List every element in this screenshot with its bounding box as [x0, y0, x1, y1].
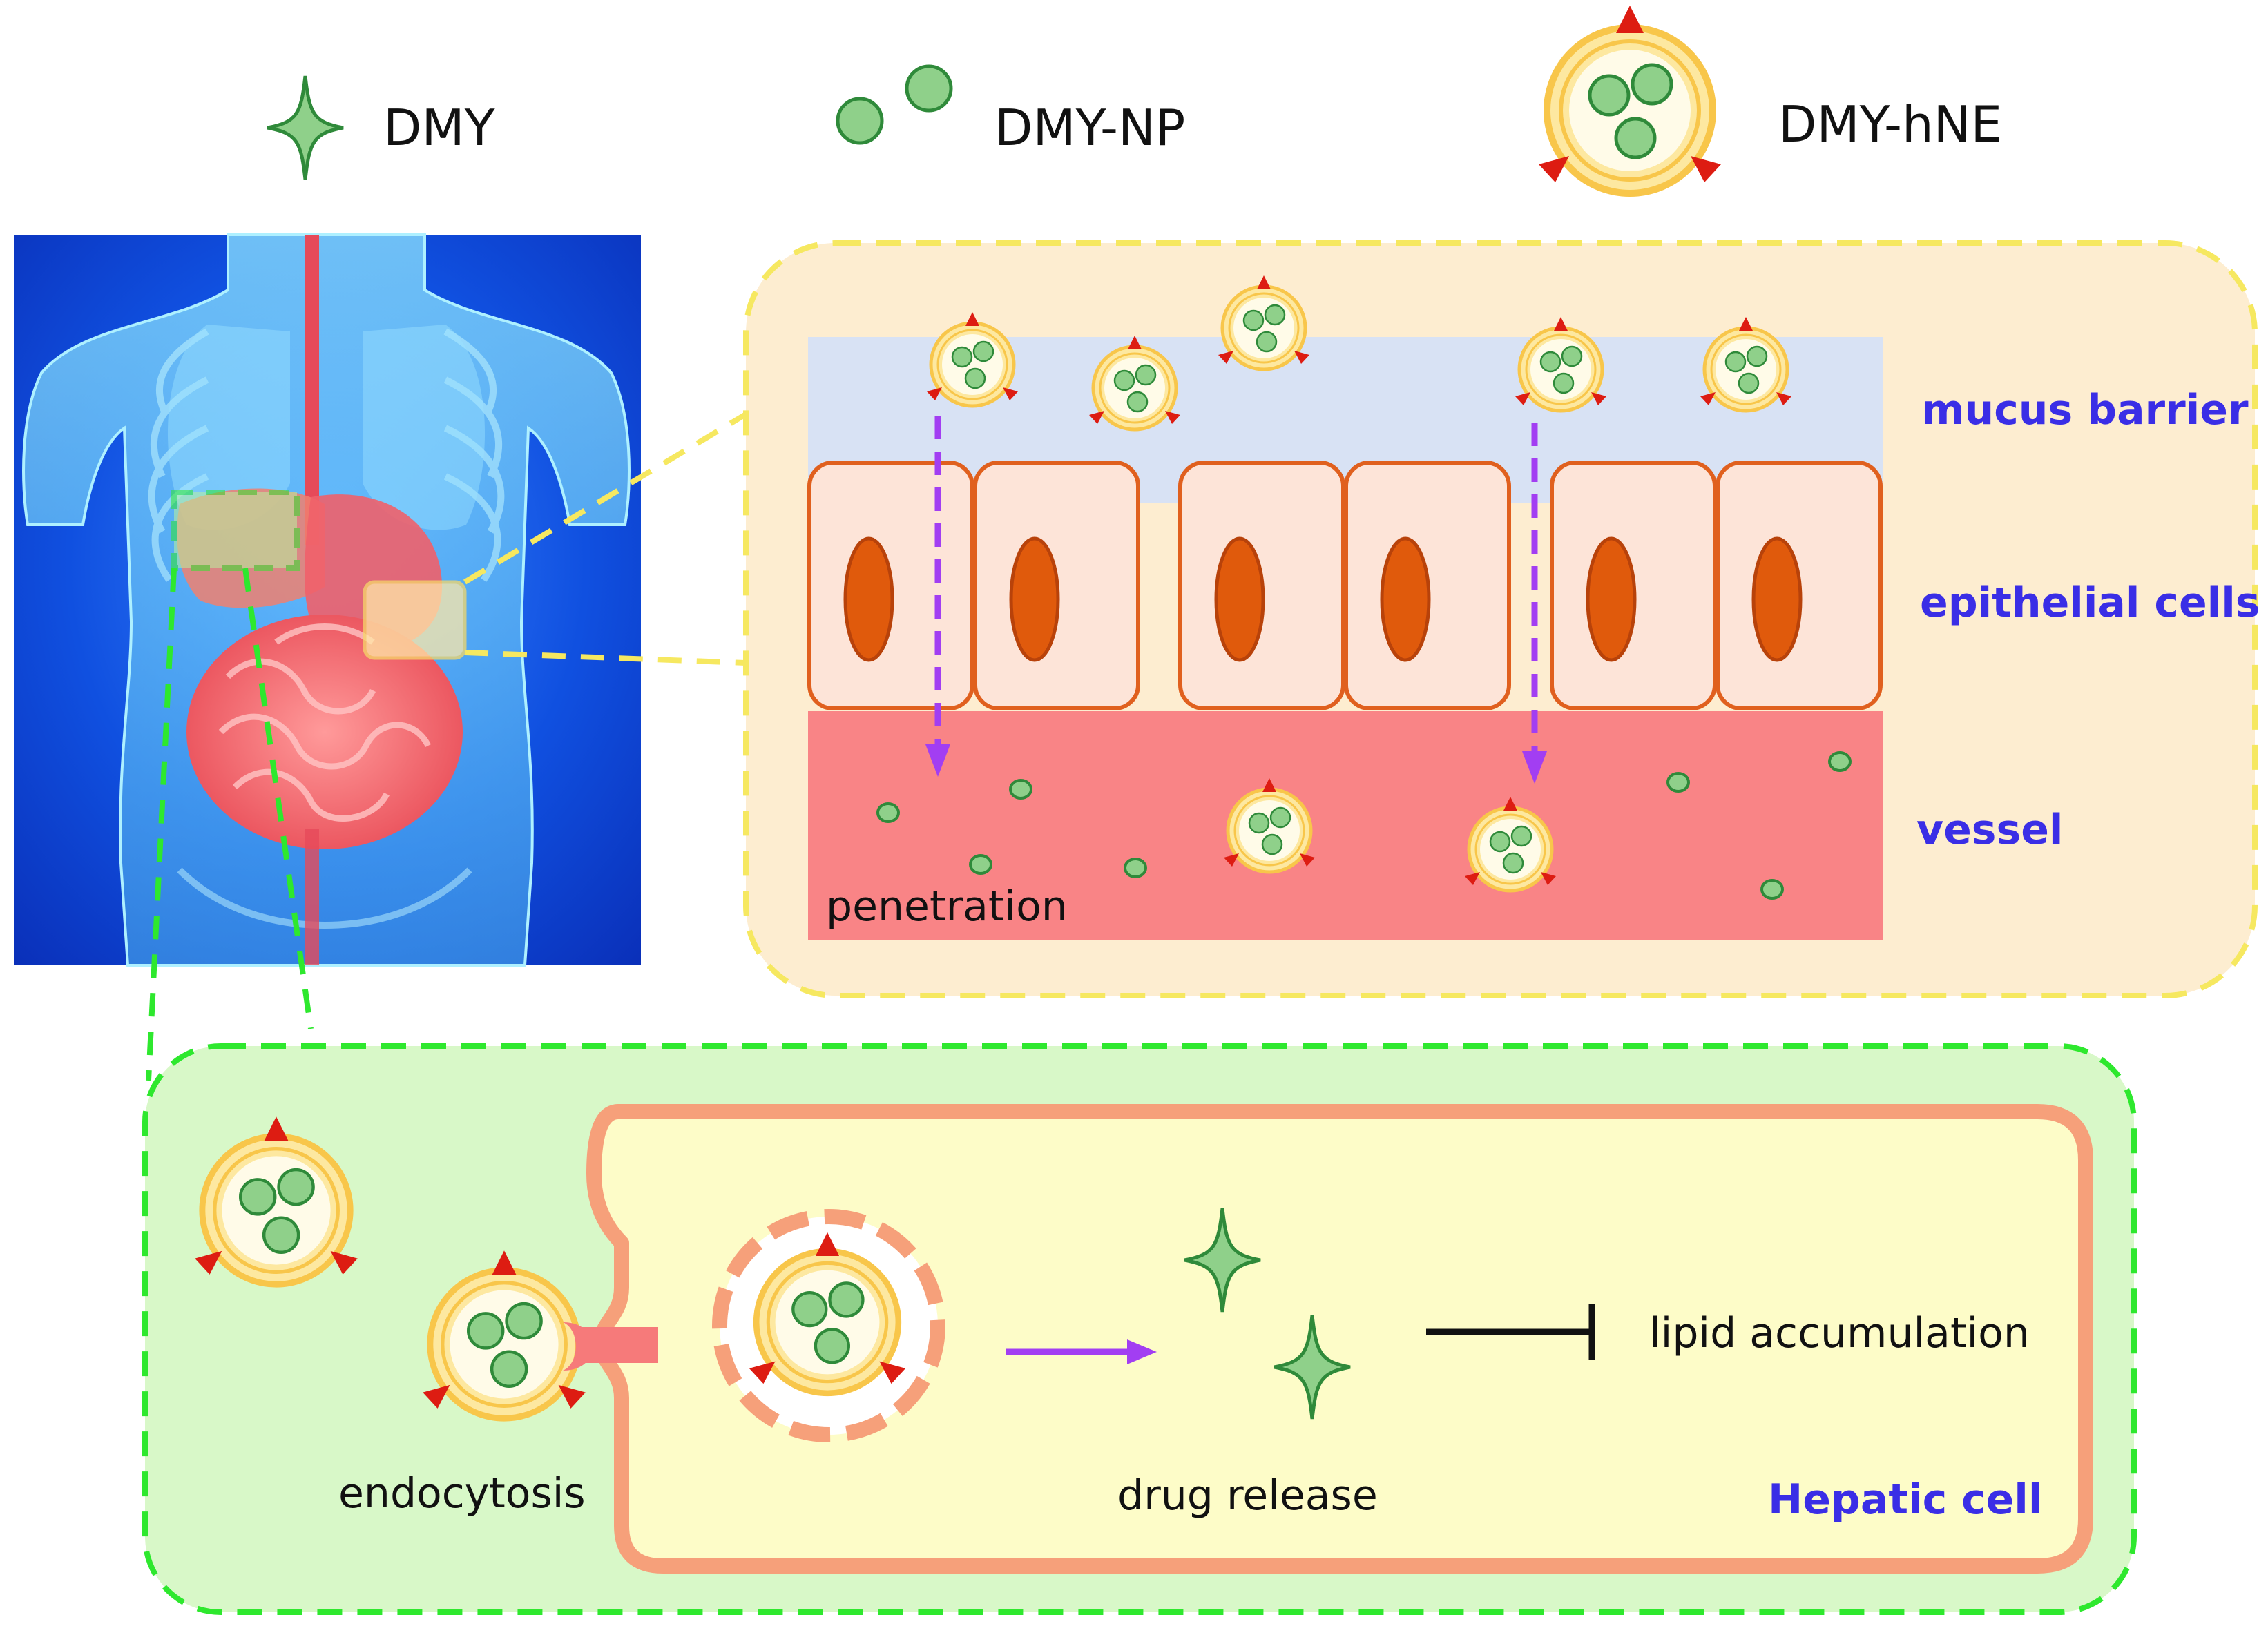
lipid-accumulation-label: lipid accumulation [1649, 1309, 2030, 1357]
zoom-connectors [146, 412, 748, 1081]
epithelial-cell [809, 463, 972, 708]
left-lung [167, 325, 290, 530]
penetration-arrow [925, 416, 950, 777]
epithelial-cell [1718, 463, 1881, 708]
intestines [186, 615, 463, 849]
epithelial-cell [975, 463, 1138, 708]
epithelial-layer [809, 463, 1881, 708]
penetration-arrow [1522, 423, 1547, 784]
intestine-highlight-box [363, 580, 467, 660]
mucus-barrier-label: mucus barrier [1921, 386, 2249, 434]
dmy-hne-legend-icon [1539, 6, 1721, 193]
drug-release-label: drug release [1117, 1471, 1378, 1520]
vessel-label: vessel [1916, 806, 2064, 854]
legend-dmy-np-label: DMY-NP [994, 99, 1185, 157]
legend-dmy-hne-label: DMY-hNE [1778, 95, 2002, 153]
hepatic-panel: lipid accumulation endocytosis drug rele… [142, 1043, 2137, 1615]
esophagus [305, 235, 319, 545]
ribcage [148, 328, 505, 582]
dmy-np-particle [1124, 858, 1147, 878]
intestine-panel: penetration mucus barrier epithelial cel… [743, 240, 2260, 998]
liver-highlight-box [171, 490, 300, 571]
vessel-layer [808, 711, 1883, 940]
body-illustration [14, 233, 641, 967]
epithelial-cell [1346, 463, 1509, 708]
hepatic-cell [586, 1104, 2093, 1574]
dmy-np-particle [969, 854, 992, 875]
hepatic-cell-label: Hepatic cell [1768, 1476, 2042, 1524]
dmy-legend-icon [267, 76, 343, 180]
endocytosis-pit [563, 1322, 658, 1371]
dmy-np-particles [876, 751, 1852, 900]
penetration-label: penetration [826, 882, 1068, 931]
legend: DMY DMY-NP DMY-hNE [267, 6, 2002, 193]
dmy-np-legend-icon [836, 64, 953, 145]
epithelial-cell [1180, 463, 1343, 708]
drug-release-arrow [1006, 1339, 1157, 1364]
dmy-np-particle [1666, 772, 1690, 793]
right-lung [363, 325, 486, 530]
inhibition-symbol [1426, 1304, 1595, 1360]
legend-dmy-label: DMY [383, 99, 496, 157]
dmy-np-particle [1828, 751, 1852, 772]
dmy-np-particle [1760, 879, 1784, 900]
epithelial-cell [1552, 463, 1715, 708]
epithelial-cells-label: epithelial cells [1920, 579, 2260, 627]
dmy-np-particle [876, 802, 900, 823]
dmy-np-particle [1009, 779, 1032, 800]
endocytosis-label: endocytosis [338, 1469, 586, 1518]
